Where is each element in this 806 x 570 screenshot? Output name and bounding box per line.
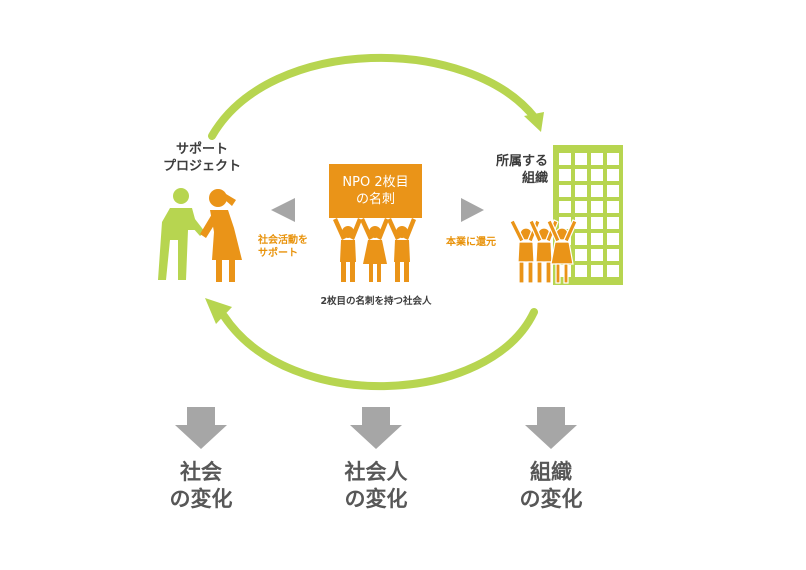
triangle-left-icon — [271, 198, 295, 222]
organization-change-label: 組織 の変化 — [519, 460, 583, 511]
center-caption: 2枚目の名刺を持つ社会人 — [320, 296, 432, 307]
left-action-label: 社会活動を サポート — [258, 235, 308, 259]
down-arrow-icon — [350, 407, 402, 449]
cycle-arrow-top-icon — [208, 53, 544, 140]
cheering-people-icon — [509, 219, 578, 284]
member-change-label: 社会人 の変化 — [344, 460, 408, 511]
triangle-right-icon — [461, 198, 484, 222]
sign-label: NPO 2枚目 の名刺 — [342, 175, 409, 207]
support-project-label: サポート プロジェクト — [162, 142, 241, 174]
down-arrow-icon — [175, 407, 227, 449]
right-action-label: 本業に還元 — [446, 237, 496, 248]
sign-board — [329, 164, 422, 218]
handshake-people-icon — [158, 188, 242, 282]
cycle-arrow-bottom-icon — [205, 298, 538, 391]
organization-label: 所属する 組織 — [495, 154, 548, 186]
society-change-label: 社会 の変化 — [169, 460, 233, 511]
people-holding-sign-icon — [333, 218, 416, 282]
down-arrow-icon — [525, 407, 577, 449]
